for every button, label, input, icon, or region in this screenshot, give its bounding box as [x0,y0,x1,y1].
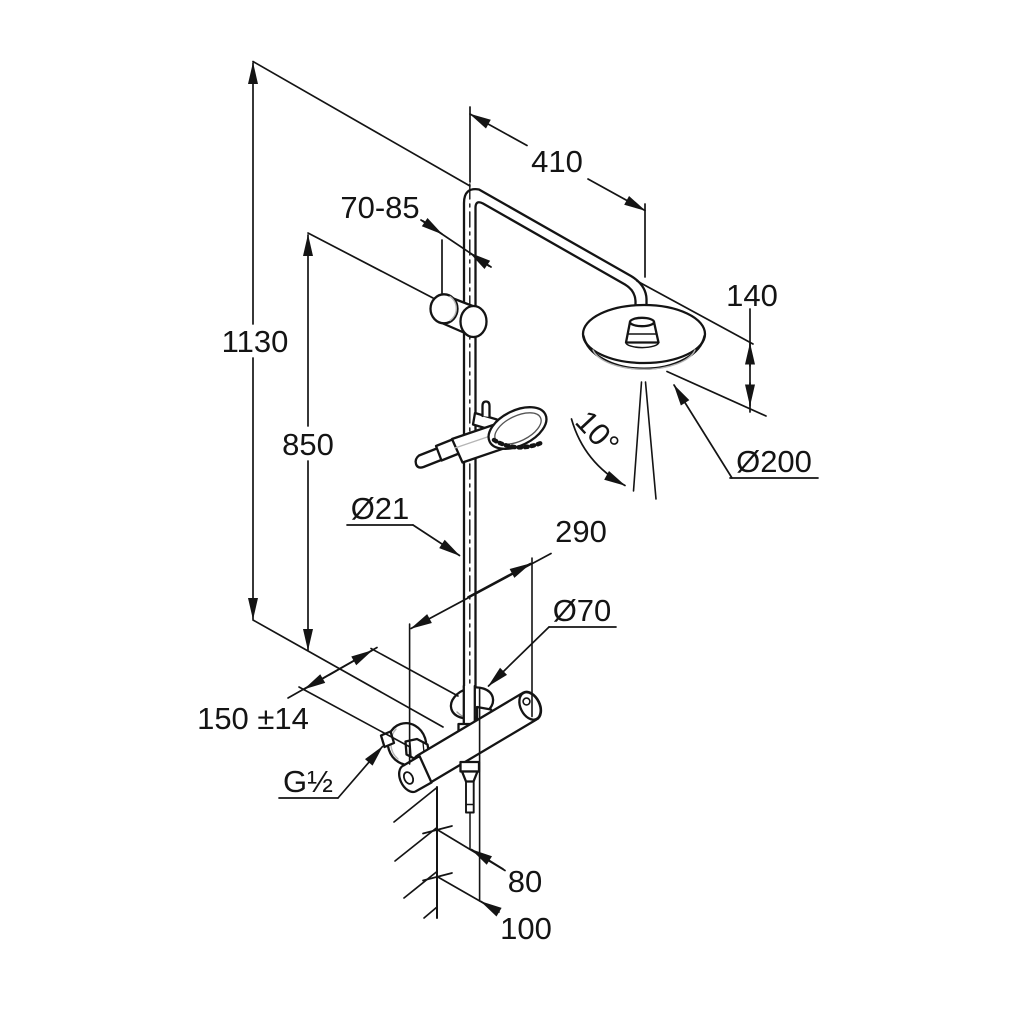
hose-tail [414,446,444,469]
dim-7085-label: 70-85 [340,190,419,225]
wall-bracket [429,293,488,339]
dim-7085-arrow-right [469,252,491,269]
dim-850-label: 850 [282,427,334,462]
dimension-lines [248,60,819,919]
dim-410-label: 410 [531,144,583,179]
dim-7085-arrow-left [421,218,443,235]
leader-200 [673,384,733,479]
ext-150-right-oblique [370,647,459,697]
ext-850-oblique [307,232,434,299]
dim-g12-label: G½ [283,764,333,799]
dim-150-label: 150 ±14 [197,701,309,736]
leader-21 [412,524,461,557]
ext-top-oblique [252,60,471,187]
spray-angle-indicator [570,381,657,500]
mixer-button [522,697,531,706]
holder-pin [481,400,491,419]
dim-100-arrow [480,900,502,917]
supply-nipple [379,730,396,749]
dim-21-label: Ø21 [351,491,410,526]
wall-hatching [393,786,438,919]
escutcheon [449,684,495,744]
dim-410-left [469,113,528,147]
leader-g12 [337,745,384,799]
dim-70-label: Ø70 [553,593,612,628]
dim-10deg-label: 10° [569,404,627,462]
dim-200-label: Ø200 [736,444,812,479]
dim-1130-label: 1130 [222,324,289,359]
ext-140-upper [636,280,754,345]
overhead-shower-head [581,303,707,371]
dim-410-right [587,178,646,212]
dim-290-label: 290 [555,514,607,549]
dim-290-right [467,562,532,598]
hand-shower-face [487,406,548,450]
nozzle-dots [491,437,544,450]
hose-outlet [459,760,481,814]
ext-base-oblique [252,619,444,728]
dimension-labels: 410 70-85 1130 850 140 Ø200 10° Ø21 290 … [197,144,812,946]
dim-150-arrow-right [328,649,373,676]
dim-290-left [410,552,552,630]
shower-fixture [379,183,707,814]
leader-70 [487,626,550,687]
thermostatic-mixer [398,690,543,794]
riser-pipe-and-arm [462,183,648,759]
handle-hole [402,771,415,785]
mixer-end-cap [518,691,542,721]
dim-140-label: 140 [726,278,778,313]
dim-80-label: 80 [508,864,542,899]
ext-140-lower [666,370,767,417]
ext-150-left-oblique [298,686,411,748]
hand-shower [414,400,548,469]
extension-lines-top [298,557,533,902]
dim-80-arrow [470,848,504,870]
dim-100-label: 100 [500,911,552,946]
